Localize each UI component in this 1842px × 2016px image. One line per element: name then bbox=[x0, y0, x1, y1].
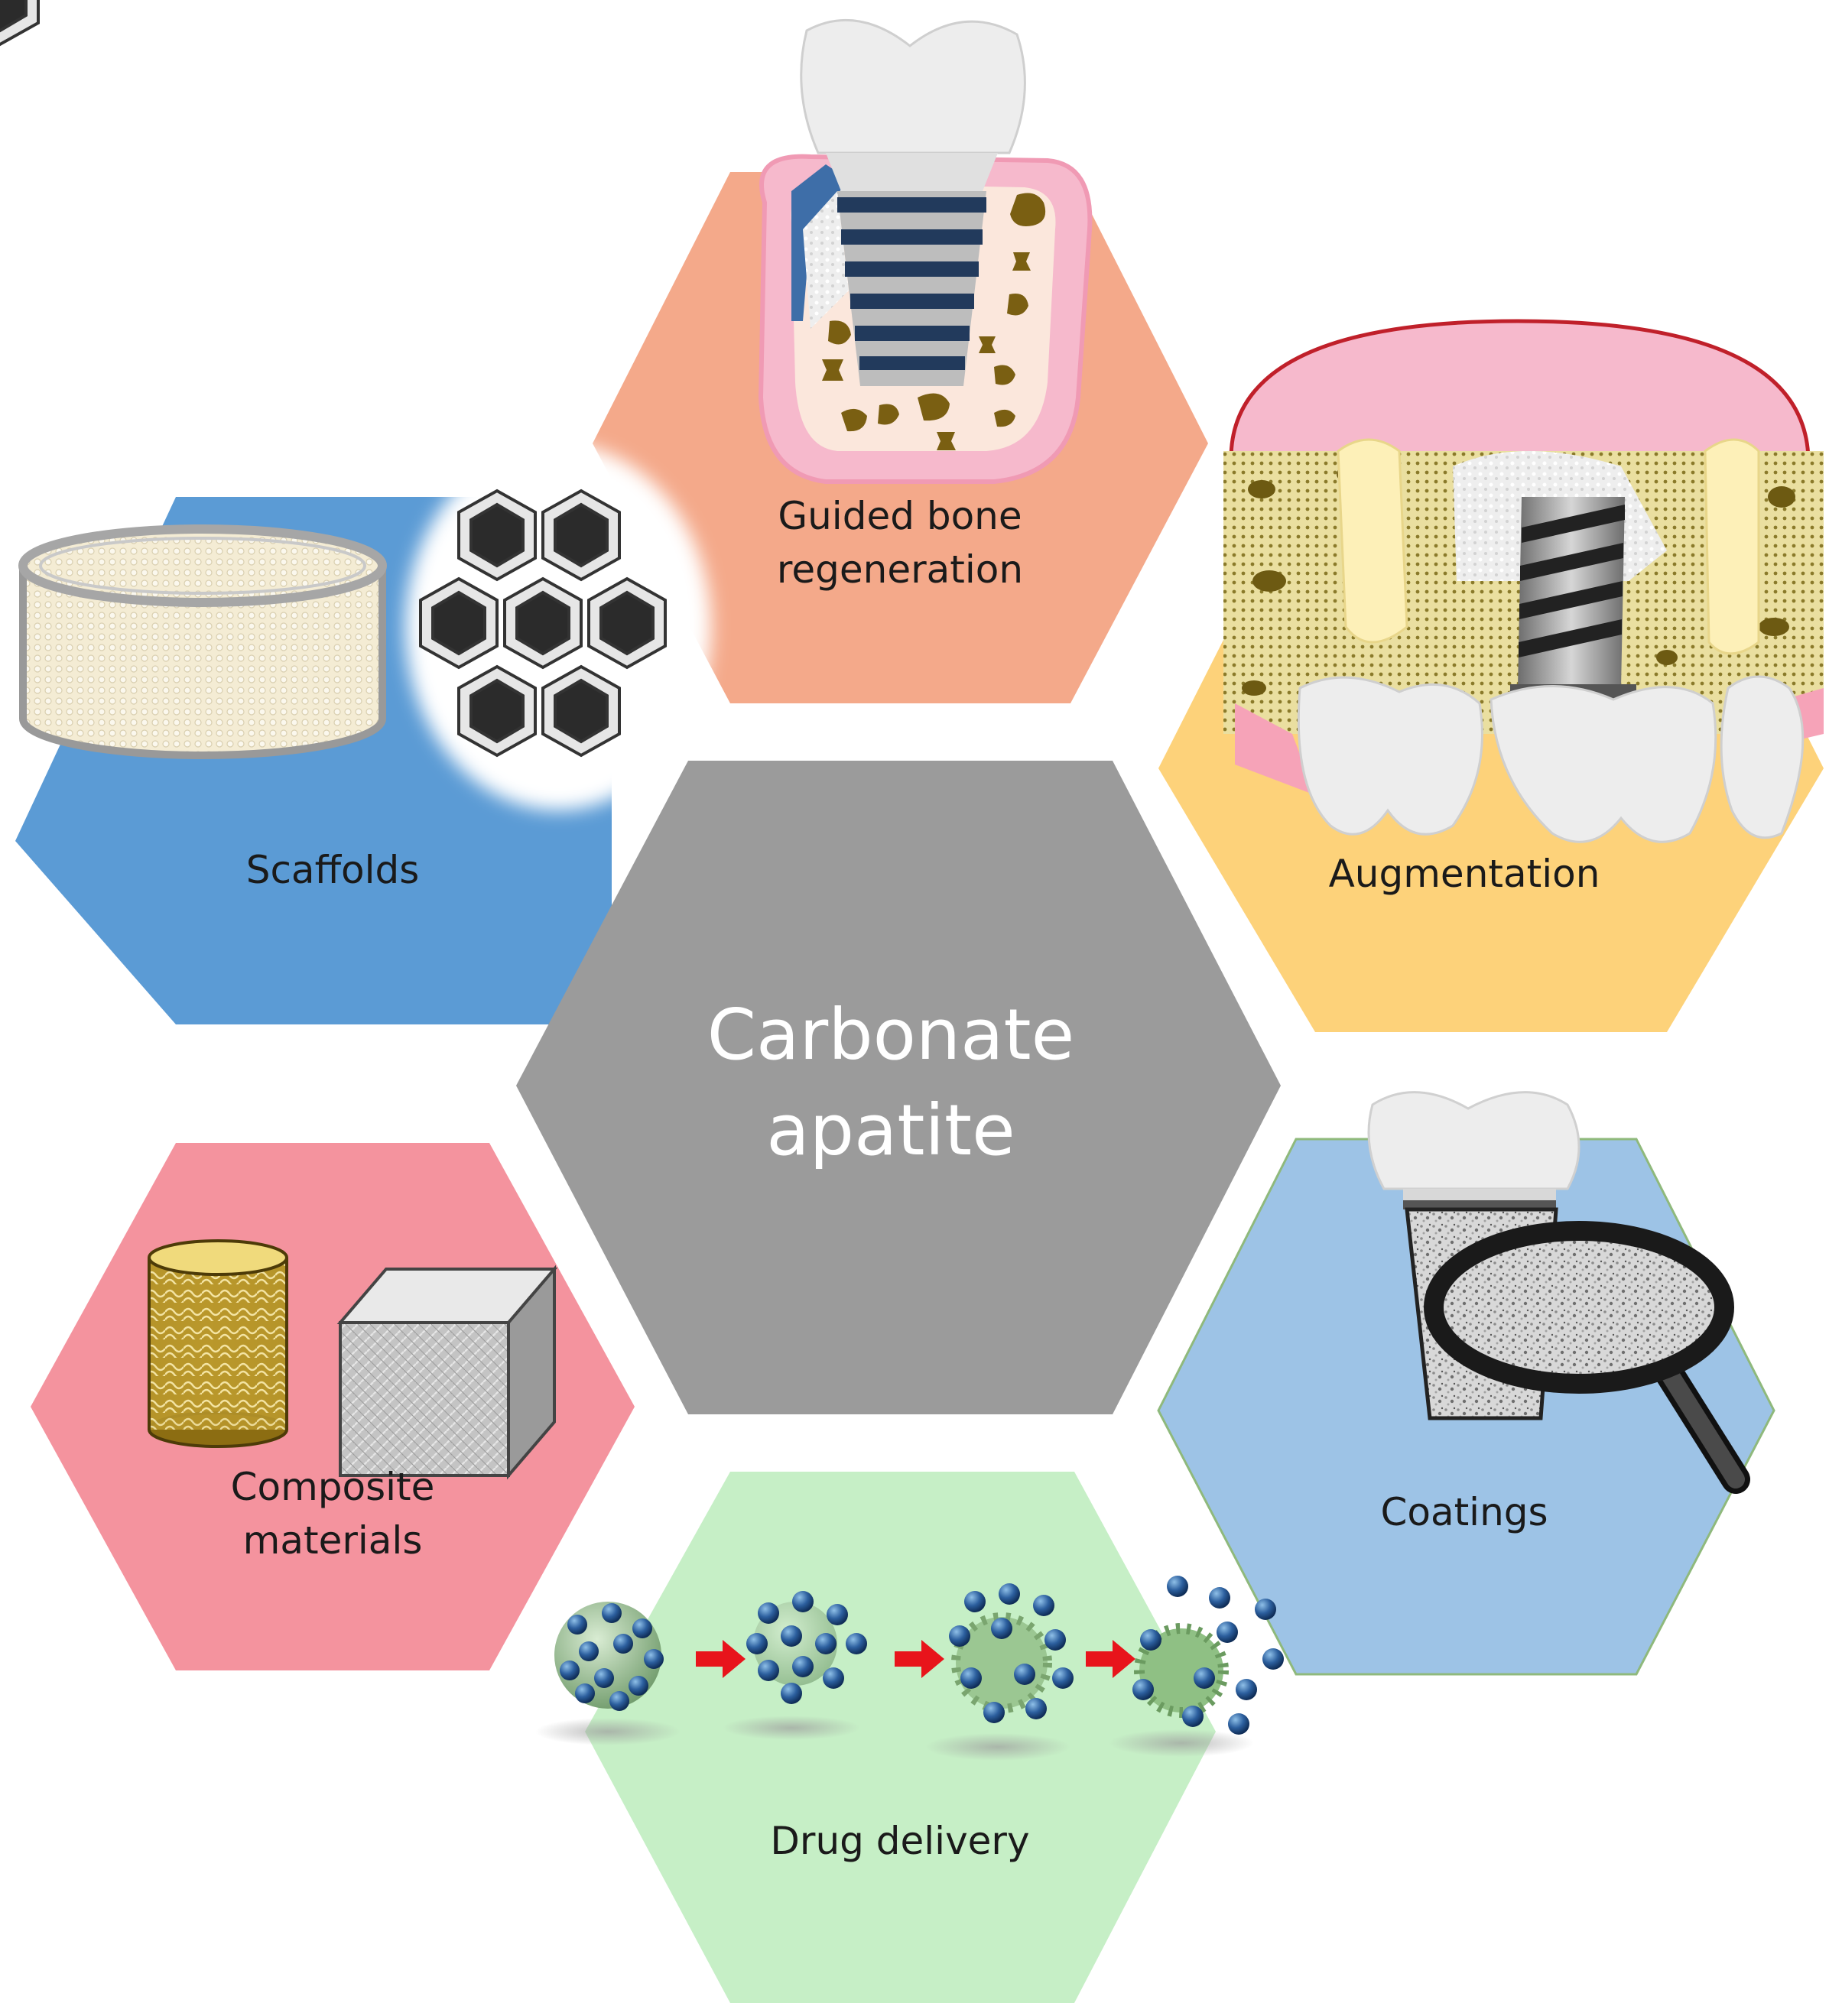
guided-bone-regeneration-label-line1: Guided bone bbox=[778, 494, 1022, 538]
hexagon-carbonate-apatite bbox=[516, 761, 1281, 1414]
dental-implant-in-bone-icon bbox=[758, 18, 1093, 484]
guided-bone-regeneration-label-line2: regeneration bbox=[777, 547, 1023, 592]
drug-release-particles-icon bbox=[535, 1576, 1284, 1761]
composite-block-icon bbox=[148, 1239, 558, 1480]
drug-delivery-label: Drug delivery bbox=[770, 1819, 1029, 1863]
hexagon-drug-delivery bbox=[585, 1472, 1216, 2003]
coatings-label: Coatings bbox=[1380, 1490, 1548, 1534]
center-label-line1: Carbonate bbox=[707, 994, 1074, 1076]
porous-scaffold-icon bbox=[0, 0, 711, 810]
scaffolds-label: Scaffolds bbox=[246, 848, 420, 892]
composite-materials-label-line1: Composite bbox=[231, 1465, 435, 1509]
augmentation-label: Augmentation bbox=[1329, 852, 1600, 896]
composite-materials-label-line2: materials bbox=[243, 1518, 423, 1563]
coated-implant-magnifier-icon bbox=[1367, 1091, 1750, 1494]
center-label-line2: apatite bbox=[766, 1089, 1015, 1171]
ridge-augmentation-icon bbox=[1223, 319, 1824, 843]
